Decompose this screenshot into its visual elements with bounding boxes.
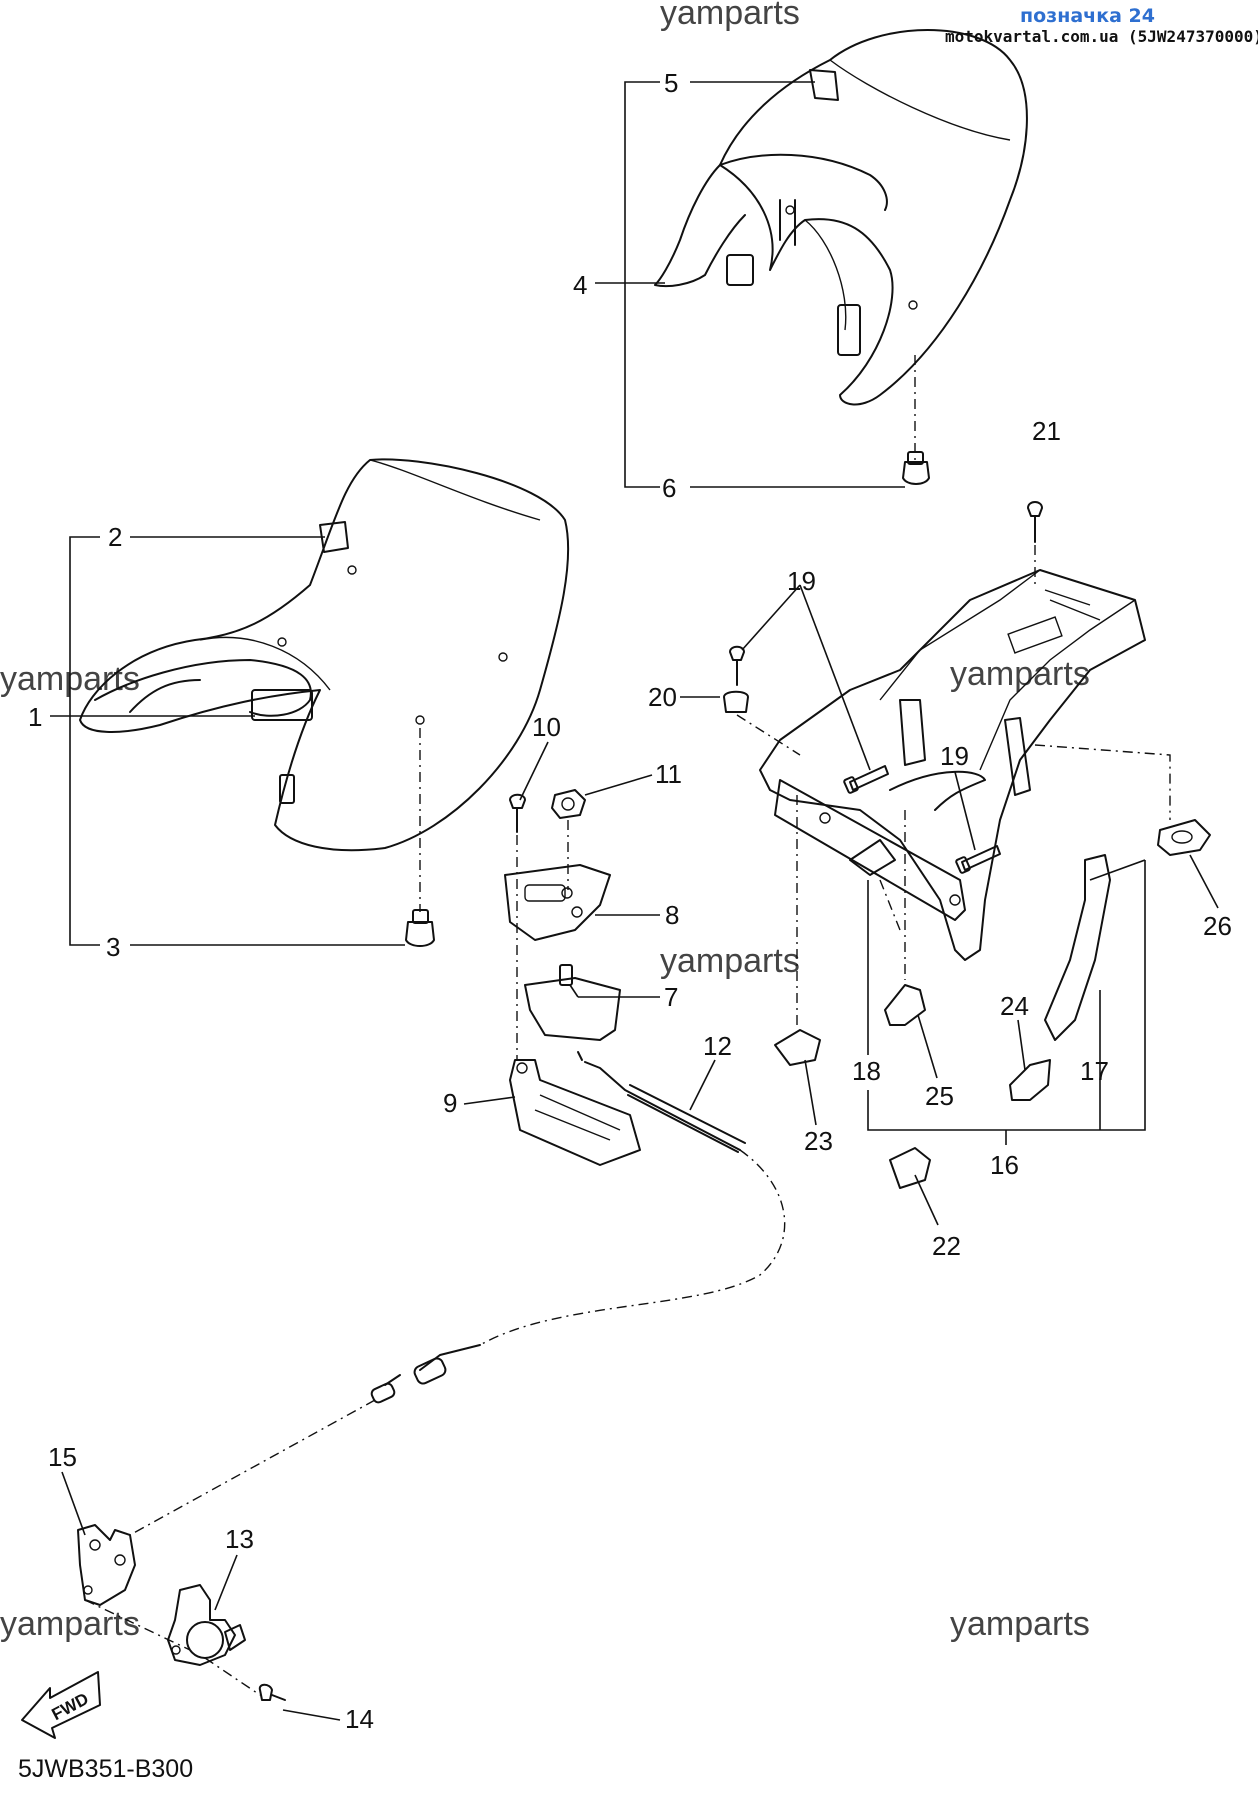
callout-10: 10 xyxy=(532,712,561,742)
watermark: yamparts xyxy=(660,0,800,32)
watermark: yamparts xyxy=(660,942,800,980)
seat-lock-assembly-drawing xyxy=(77,1524,286,1701)
nut-drawing xyxy=(774,1029,821,1066)
callout-18: 18 xyxy=(852,1056,881,1086)
rear-seat-drawing xyxy=(654,29,1028,406)
callout-19: 19 xyxy=(940,741,969,771)
callout-19: 19 xyxy=(787,566,816,596)
grab-bar-drawing xyxy=(759,569,1171,961)
callout-20: 20 xyxy=(648,682,677,712)
callout-21: 21 xyxy=(1032,416,1061,446)
callout-7: 7 xyxy=(664,982,678,1012)
callout-26: 26 xyxy=(1203,911,1232,941)
seat-lock-cable-drawing xyxy=(129,1061,786,1536)
callout-leaders xyxy=(50,81,1219,1721)
callout-11: 11 xyxy=(655,759,682,789)
callout-25: 25 xyxy=(925,1081,954,1111)
callout-5: 5 xyxy=(664,68,678,98)
side-trim-drawing xyxy=(1044,854,1111,1041)
callout-22: 22 xyxy=(932,1231,961,1261)
callout-9: 9 xyxy=(443,1088,457,1118)
callout-15: 15 xyxy=(48,1442,77,1472)
cover-drawing xyxy=(1157,819,1211,856)
fwd-arrow-icon: FWD xyxy=(21,1671,101,1739)
watermark: yamparts xyxy=(0,1605,140,1643)
cover-25-drawing xyxy=(884,984,926,1026)
callout-labels: 1 2 3 4 5 6 7 8 9 10 11 12 13 14 15 16 1… xyxy=(28,68,1232,1734)
rear-seat-damper-drawing xyxy=(902,461,930,485)
callout-13: 13 xyxy=(225,1524,254,1554)
bolt-drawing xyxy=(729,645,1001,874)
washer-drawing xyxy=(723,690,749,713)
front-seat-damper-drawing xyxy=(405,921,435,947)
callout-17: 17 xyxy=(1080,1056,1109,1086)
header-source: motokvartal.com.ua (5JW247370000) xyxy=(945,27,1258,46)
callout-8: 8 xyxy=(665,900,679,930)
callout-14: 14 xyxy=(345,1704,374,1734)
lock-mechanism-drawing xyxy=(504,789,641,1166)
callout-3: 3 xyxy=(106,932,120,962)
watermark: yamparts xyxy=(950,655,1090,693)
callout-16: 16 xyxy=(990,1150,1019,1180)
bolt-21-drawing xyxy=(1027,501,1043,585)
callout-1: 1 xyxy=(28,702,42,732)
callout-12: 12 xyxy=(703,1031,732,1061)
nut-22-drawing xyxy=(889,1147,931,1189)
trim-18-drawing xyxy=(849,839,896,876)
header-label: позначка 24 xyxy=(1020,5,1155,27)
callout-2: 2 xyxy=(108,522,122,552)
callout-24: 24 xyxy=(1000,991,1029,1021)
diagram-code: 5JWB351-B300 xyxy=(18,1755,193,1783)
fastener-line xyxy=(736,714,801,756)
callout-4: 4 xyxy=(573,270,587,300)
front-seat-drawing xyxy=(79,458,570,852)
callout-23: 23 xyxy=(804,1126,833,1156)
callout-6: 6 xyxy=(662,473,676,503)
damper-top xyxy=(907,451,924,465)
damper-top xyxy=(412,909,429,924)
cover-24-drawing xyxy=(1009,1059,1051,1101)
watermark: yamparts xyxy=(950,1605,1090,1643)
